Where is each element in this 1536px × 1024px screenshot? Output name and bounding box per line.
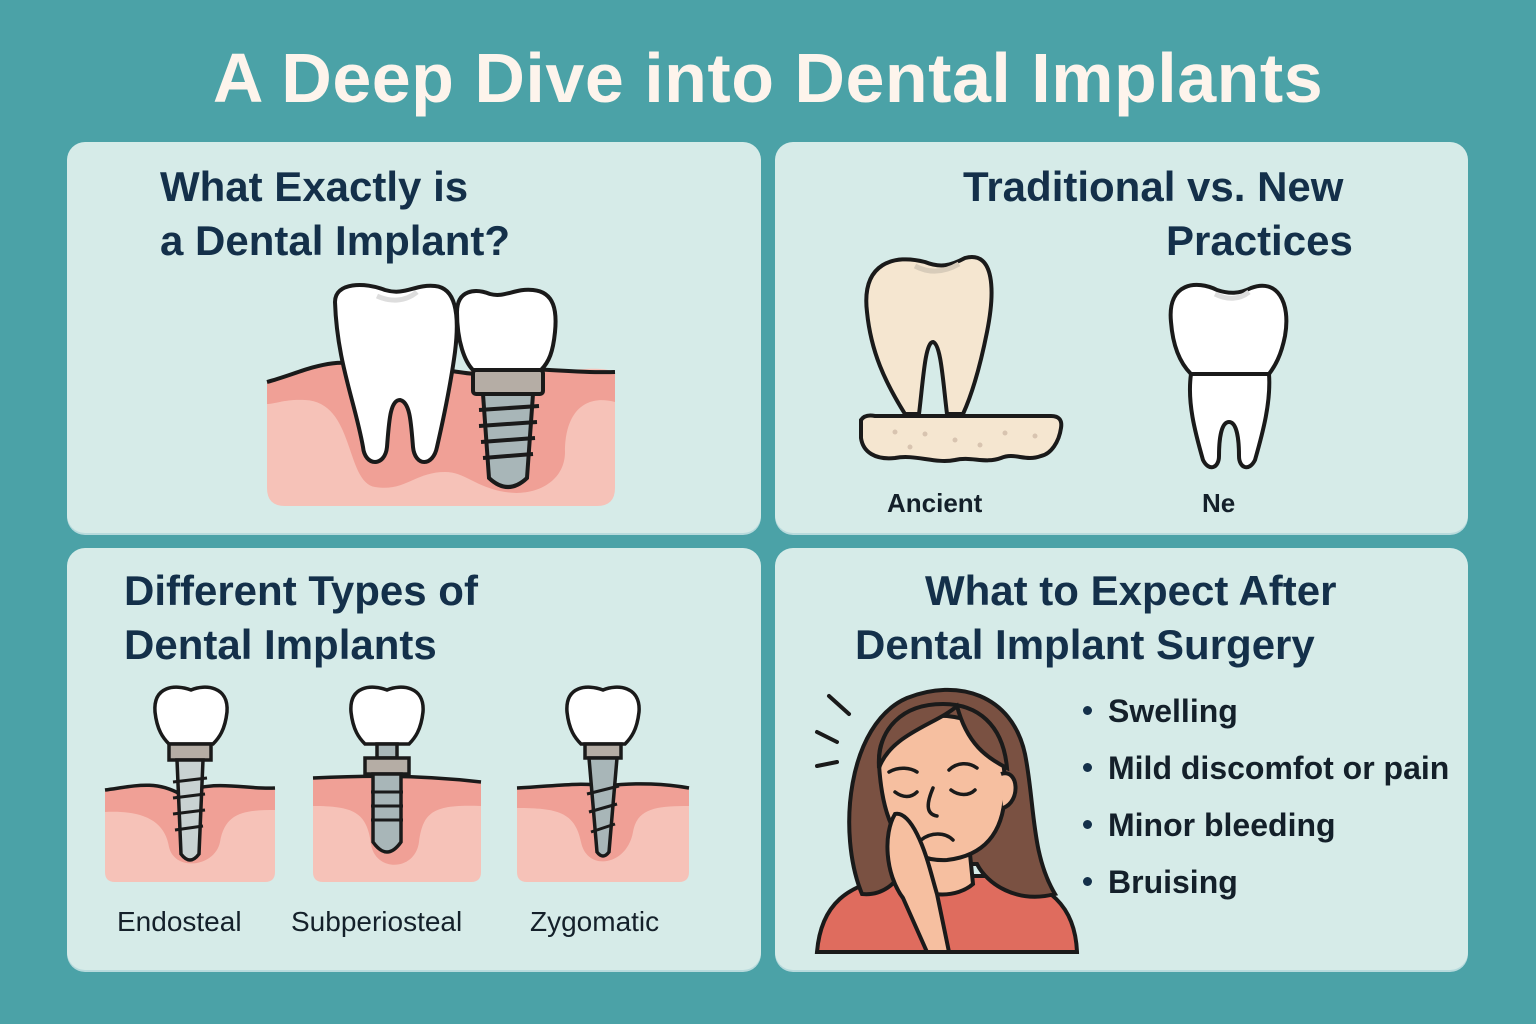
panel-implant-types: Different Types of Dental Implants Endos… [67,548,761,970]
endosteal-implant-illustration [104,685,276,882]
modern-tooth-illustration [1168,282,1289,470]
woman-in-pain-illustration [814,687,1080,954]
panel-heading-line1: Different Types of [124,567,478,614]
panel-traditional-vs-new: Traditional vs. New Practices Ancient Ne [775,142,1468,533]
bullet-icon [1083,763,1092,773]
bullet-icon [1083,706,1092,716]
subperiosteal-implant-illustration [312,685,482,882]
ancient-label: Ancient [887,488,983,518]
panel-heading-line2: Dental Implant Surgery [855,621,1315,668]
panel-heading-line2: a Dental Implant? [160,217,511,264]
bullet-icon [1083,820,1092,830]
page-title: A Deep Dive into Dental Implants [212,39,1324,117]
ancient-tooth-illustration [859,255,1064,463]
symptom-item: Bruising [1083,862,1449,919]
panel-heading-line1: What Exactly is [160,163,469,210]
bullet-icon [1083,877,1092,887]
panel-heading-line1: Traditional vs. New [963,163,1344,210]
symptom-item: Mild discomfot or pain [1083,748,1449,805]
symptom-list: Swelling Mild discomfot or pain Minor bl… [1083,691,1449,919]
endosteal-label: Endosteal [117,906,242,937]
symptom-item: Swelling [1083,691,1449,748]
panel-after-surgery: What to Expect After Dental Implant Surg… [775,548,1468,970]
new-label: Ne [1202,488,1236,518]
panel-heading-line2: Dental Implants [124,621,437,668]
symptom-item: Minor bleeding [1083,805,1449,862]
zygomatic-implant-illustration [516,685,690,882]
zygomatic-label: Zygomatic [530,906,660,937]
tooth-and-implant-illustration [266,283,616,506]
panel-heading-line1: What to Expect After [925,567,1337,614]
panel-heading-line2: Practices [1166,217,1353,264]
subperiosteal-label: Subperiosteal [291,906,463,937]
panel-what-is-implant: What Exactly is a Dental Implant? [67,142,761,533]
